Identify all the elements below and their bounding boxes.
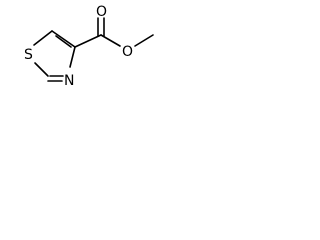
- bond-c4-carbonyl-c: [74, 34, 102, 48]
- bond-carbonyl-c-ester-o: [100, 34, 121, 47]
- bond-c4-n3: [69, 46, 76, 68]
- bond-c5-c4-double: [55, 35, 72, 48]
- bond-c5-c4-single: [51, 30, 76, 48]
- bond-s1-c2: [34, 62, 49, 77]
- structure-diagram: S N O O: [0, 0, 178, 122]
- bond-ester-o-methyl: [134, 34, 154, 47]
- atom-label-carbonyl-oxygen: O: [96, 4, 107, 20]
- thiazole-ester-structure: S N O O: [24, 4, 154, 89]
- atom-label-nitrogen: N: [64, 73, 74, 89]
- bond-s1-c5: [33, 30, 53, 46]
- atom-label-ester-oxygen: O: [122, 44, 133, 60]
- atom-label-sulfur: S: [24, 47, 33, 63]
